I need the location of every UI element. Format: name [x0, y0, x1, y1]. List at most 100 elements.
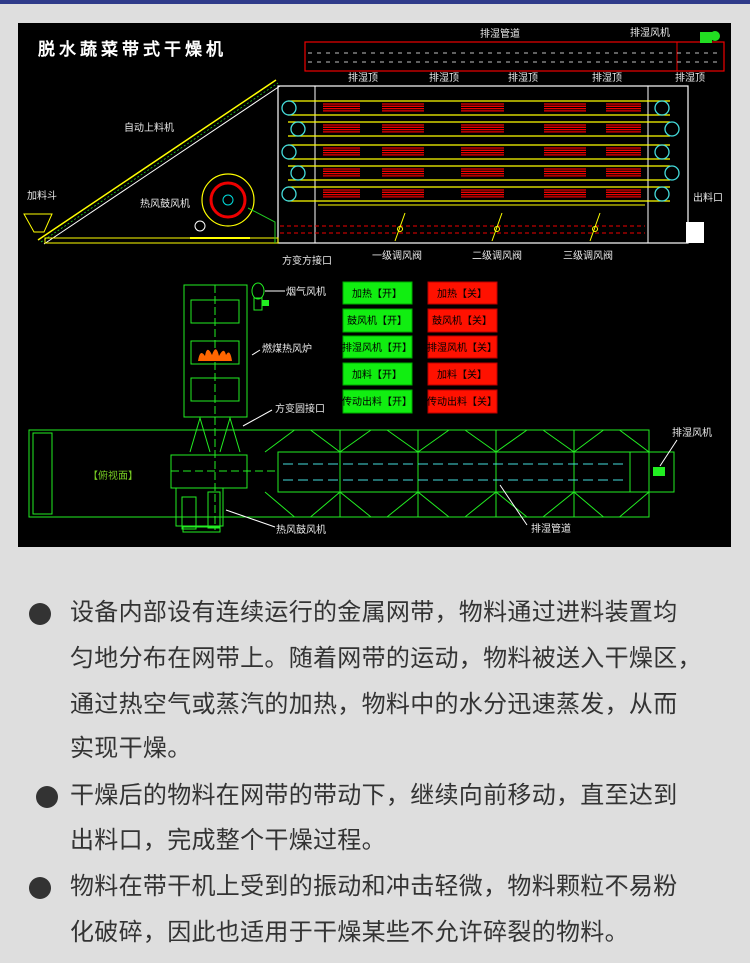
dryer-body	[277, 85, 689, 244]
exhaust-fan-off-button[interactable]: 排湿风机【关】	[427, 335, 498, 359]
truss-line	[339, 429, 372, 453]
valve-1-label: 一级调风阀	[372, 249, 422, 262]
truss-line	[339, 491, 372, 518]
hopper-icon	[23, 213, 53, 233]
belt-wheel-icon	[281, 144, 297, 160]
paragraph-line: 设备内部设有连续运行的金属网带，物料通过进料装置均	[70, 598, 678, 626]
exhaust-fan-label: 排湿风机	[630, 26, 670, 39]
bullet-icon	[36, 786, 58, 808]
exhaust-duct-label: 排湿管道	[480, 27, 520, 40]
truss-line	[495, 429, 528, 453]
truss-line	[573, 429, 604, 453]
flue-fan-icon	[251, 282, 269, 311]
flame-icon	[198, 349, 232, 361]
square-adapter-label: 方变方接口	[282, 254, 332, 267]
truss-line	[264, 491, 295, 518]
truss-line	[310, 429, 341, 453]
paragraph-line: 化破碎，因此也适用于干燥某些不允许碎裂的物料。	[70, 918, 629, 946]
paragraph-line: 干燥后的物料在网带的带动下，继续向前移动，直至达到	[70, 781, 678, 809]
button-label: 加料【开】	[352, 368, 402, 381]
exhaust-fan-icon	[700, 31, 720, 43]
exhaust-top-label: 排湿顶	[592, 71, 622, 84]
drive-discharge-on-button[interactable]: 传动出料【开】	[342, 389, 413, 414]
exhaust-duct	[304, 41, 725, 72]
control-buttons-on: 加热【开】 鼓风机【开】 排湿风机【开】 加料【开】 传动出料【开】	[342, 281, 413, 414]
belt-wheel-icon	[654, 144, 670, 160]
truss-line	[386, 491, 419, 518]
truss-line	[417, 429, 450, 453]
hopper-label: 加料斗	[27, 189, 57, 202]
paragraph-line: 匀地分布在网带上。随着网带的运动，物料被送入干燥区，	[70, 644, 702, 672]
belt-wheel-icon	[290, 165, 306, 181]
auto-feeder-label: 自动上料机	[124, 121, 174, 134]
truss-line	[542, 429, 575, 453]
auto-feeder	[37, 79, 281, 245]
truss-line	[573, 491, 604, 518]
belt-wheel-icon	[281, 100, 297, 116]
dryer-diagram: 脱水蔬菜带式干燥机 排湿管道 排湿风机 排湿顶 排湿顶 排湿顶 排湿顶 排湿顶	[18, 23, 731, 547]
button-label: 加热【开】	[352, 287, 402, 300]
exhaust-fan-on-button[interactable]: 排湿风机【开】	[342, 335, 413, 359]
exhaust-top-label: 排湿顶	[508, 71, 538, 84]
button-label: 传动出料【开】	[342, 395, 412, 408]
belt-wheel-icon	[290, 121, 306, 137]
outlet-label: 出料口	[693, 191, 723, 204]
blower-on-button[interactable]: 鼓风机【开】	[342, 308, 413, 333]
feed-on-button[interactable]: 加料【开】	[342, 362, 413, 386]
button-label: 排湿风机【开】	[342, 341, 412, 354]
truss-line	[542, 491, 575, 518]
valve-2-label: 二级调风阀	[472, 249, 522, 262]
flue-fan-label: 烟气风机	[286, 285, 326, 298]
air-valve-icon	[592, 226, 598, 232]
button-label: 鼓风机【开】	[347, 314, 407, 327]
hot-air-blower-icon	[190, 173, 276, 243]
truss-line	[495, 491, 528, 518]
top-view-label: 【俯视面】	[88, 469, 138, 482]
button-label: 排湿风机【关】	[427, 341, 497, 354]
button-label: 鼓风机【关】	[432, 314, 492, 327]
air-valve-icon	[494, 226, 500, 232]
truss-line	[464, 429, 497, 453]
dryer-drawing: 脱水蔬菜带式干燥机 排湿管道 排湿风机 排湿顶 排湿顶 排湿顶 排湿顶 排湿顶	[23, 26, 725, 536]
blower-off-button[interactable]: 鼓风机【关】	[427, 308, 498, 333]
coal-furnace-label: 燃煤热风炉	[262, 342, 312, 355]
belt-wheel-icon	[654, 100, 670, 116]
exhaust-duct-top-view	[277, 451, 675, 493]
button-label: 传动出料【关】	[427, 395, 497, 408]
heat-off-button[interactable]: 加热【关】	[427, 281, 498, 305]
hot-air-blower-label: 热风鼓风机	[140, 197, 190, 210]
truss-line	[619, 491, 650, 518]
truss-line	[464, 491, 497, 518]
exhaust-top-label: 排湿顶	[348, 71, 378, 84]
exhaust-top-label: 排湿顶	[429, 71, 459, 84]
belt-wheel-icon	[664, 121, 680, 137]
paragraph-line: 物料在带干机上受到的振动和冲击轻微，物料颗粒不易粉	[70, 872, 678, 900]
round-adapter-label: 方变圆接口	[275, 402, 325, 415]
feed-off-button[interactable]: 加料【关】	[427, 362, 498, 386]
exhaust-fan-icon	[653, 467, 665, 476]
paragraph-line: 出料口，完成整个干燥过程。	[70, 826, 386, 854]
blower-motor-icon	[181, 496, 197, 530]
diagram-title: 脱水蔬菜带式干燥机	[38, 39, 227, 60]
truss-line	[264, 429, 295, 453]
truss-line	[386, 429, 419, 453]
top-accent-bar	[0, 0, 750, 4]
duct-bottom-label: 排湿管道	[531, 522, 571, 535]
valve-3-label: 三级调风阀	[563, 249, 613, 262]
heat-on-button[interactable]: 加热【开】	[342, 281, 413, 305]
button-label: 加热【关】	[437, 287, 487, 300]
bullet-icon	[29, 603, 51, 625]
drive-discharge-off-button[interactable]: 传动出料【关】	[427, 389, 498, 414]
exhaust-top-label: 排湿顶	[675, 71, 705, 84]
belt-wheel-icon	[281, 186, 297, 202]
truss-line	[417, 491, 450, 518]
button-label: 加料【关】	[437, 368, 487, 381]
paragraph-line: 实现干燥。	[70, 734, 192, 762]
blower-bottom-label: 热风鼓风机	[276, 523, 326, 536]
coal-furnace	[183, 284, 248, 530]
paragraph-line: 通过热空气或蒸汽的加热，物料中的水分迅速蒸发，从而	[70, 690, 678, 718]
belt-wheel-icon	[664, 165, 680, 181]
belt-wheel-icon	[654, 186, 670, 202]
control-buttons-off: 加热【关】 鼓风机【关】 排湿风机【关】 加料【关】 传动出料【关】	[427, 281, 498, 414]
top-view-frame	[28, 429, 650, 533]
